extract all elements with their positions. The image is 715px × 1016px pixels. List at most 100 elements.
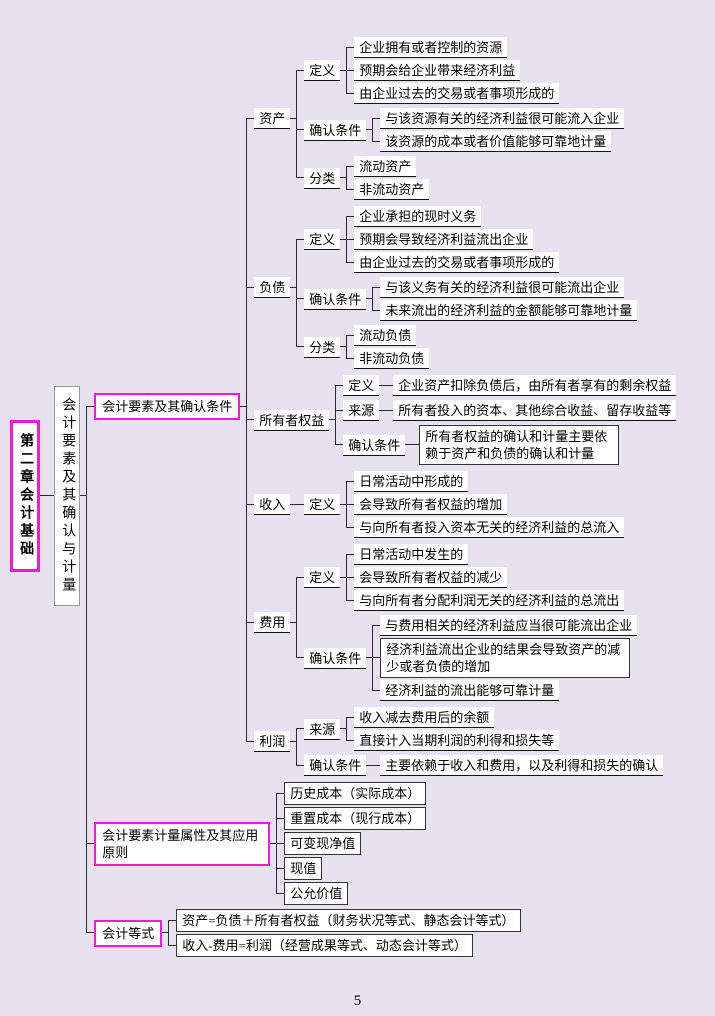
leaf-row: 非流动负债 — [346, 346, 430, 369]
leaf-row: 与费用相关的经济利益应当很可能流出企业 — [372, 615, 638, 638]
root-node: 第二章会计基础 — [10, 420, 41, 572]
profit-node: 利润 — [254, 731, 291, 752]
elements-children: 资产 定义 企业拥有或者控制的资源 预期会给企业带来经济利益 由企业过去的交易或… — [240, 34, 677, 779]
assets-classification-branch: 分类 流动资产 非流动资产 — [296, 153, 624, 201]
leaf-node: 经济利益流出企业的结果会导致资产的减少或者负债的增加 — [380, 638, 631, 678]
leaf-row: 所有者权益的确认和计量主要依赖于资产和负债的确认和计量 — [411, 425, 620, 465]
leaf-node: 日常活动中形成的 — [354, 471, 469, 492]
leaf-node: 企业拥有或者控制的资源 — [354, 37, 508, 58]
leaf-node: 与向所有者分配利润无关的经济利益的总流出 — [354, 590, 625, 611]
source-label: 来源 — [343, 400, 380, 421]
leaf-node: 流动资产 — [354, 156, 417, 177]
definition-label: 定义 — [304, 229, 341, 250]
leaf-node: 与该资源有关的经济利益很可能流入企业 — [380, 108, 625, 129]
definition-label: 定义 — [304, 567, 341, 588]
recognition-label: 确认条件 — [304, 288, 367, 310]
recognition-label: 确认条件 — [304, 119, 367, 141]
leaf-row: 主要依赖于收入和费用，以及利得和损失的确认 — [372, 755, 664, 776]
leaf-node: 流动负债 — [354, 325, 417, 346]
mindmap: 第二章会计基础 会计要素及其确认与计量 会计要素及其确认条件 资产 — [10, 6, 709, 986]
elements-branch-label: 会计要素及其确认条件 — [94, 393, 241, 420]
leaf-row: 与该义务有关的经济利益很可能流出企业 — [372, 277, 637, 300]
definition-label: 定义 — [304, 60, 341, 81]
leaf-node: 收入-费用=利润（经营成果等式、动态会计等式） — [176, 934, 473, 957]
level2-node: 会计要素及其确认与计量 — [54, 386, 81, 606]
leaf-row: 重置成本（现行成本） — [276, 805, 427, 832]
leaf-node: 未来流出的经济利益的金额能够可靠地计量 — [380, 300, 638, 321]
liabilities-recognition-branch: 确认条件 与该义务有关的经济利益很可能流出企业 未来流出的经济利益的金额能够可靠… — [296, 274, 638, 324]
expenses-branch: 费用 定义 日常活动中发生的 会导致所有者权益的减少 与向所有者分配利润无关的经… — [246, 540, 676, 705]
leaf-row: 可变现净值 — [276, 830, 426, 857]
revenue-definition-branch: 定义 日常活动中形成的 会导致所有者权益的增加 与向所有者投入资本无关的经济利益… — [296, 470, 625, 539]
leaf-row: 收入减去费用后的余额 — [346, 707, 559, 730]
owners-equity-node: 所有者权益 — [254, 409, 330, 431]
measurement-branch-label: 会计要素计量属性及其应用原则 — [94, 821, 271, 866]
level2-branch: 会计要素及其确认与计量 会计要素及其确认条件 资产 定义 — [46, 33, 677, 959]
leaf-node: 与向所有者投入资本无关的经济利益的总流入 — [354, 517, 625, 538]
leaf-node: 重置成本（现行成本） — [284, 807, 427, 830]
revenue-node: 收入 — [254, 494, 291, 515]
liabilities-classification-branch: 分类 流动负债 非流动负债 — [296, 322, 637, 370]
recognition-label: 确认条件 — [343, 434, 406, 456]
leaf-row: 未来流出的经济利益的金额能够可靠地计量 — [372, 298, 638, 321]
leaf-node: 会导致所有者权益的减少 — [354, 567, 508, 588]
equity-source-branch: 来源 所有者投入的资本、其他综合收益、留存收益等 — [335, 397, 677, 424]
root-children: 会计要素及其确认与计量 会计要素及其确认条件 资产 定义 — [40, 32, 677, 960]
leaf-node: 经济利益的流出能够可靠计量 — [380, 680, 560, 701]
profit-branch: 利润 来源 收入减去费用后的余额 直接计入当期利润的利得和损失等 — [246, 703, 676, 778]
leaf-node: 与该义务有关的经济利益很可能流出企业 — [380, 277, 625, 298]
leaf-node: 非流动负债 — [354, 348, 430, 369]
leaf-node: 资产=负债＋所有者权益（财务状况等式、静态会计等式） — [176, 909, 521, 932]
definition-label: 定义 — [343, 375, 380, 396]
expenses-node: 费用 — [254, 612, 291, 633]
leaf-node: 企业资产扣除负债后，由所有者享有的剩余权益 — [393, 375, 677, 396]
leaf-row: 流动资产 — [346, 156, 429, 179]
leaf-row: 收入-费用=利润（经营成果等式、动态会计等式） — [168, 932, 520, 957]
profit-recognition-branch: 确认条件 主要依赖于收入和费用，以及利得和损失的确认 — [296, 752, 664, 777]
leaf-row: 企业资产扣除负债后，由所有者享有的剩余权益 — [385, 375, 677, 396]
leaf-node: 预期会给企业带来经济利益 — [354, 60, 521, 81]
leaf-row: 会导致所有者权益的增加 — [346, 492, 624, 517]
leaf-node: 企业承担的现时义务 — [354, 206, 482, 227]
leaf-row: 企业拥有或者控制的资源 — [346, 37, 559, 60]
leaf-row: 由企业过去的交易或者事项形成的 — [346, 81, 560, 104]
leaf-row: 日常活动中形成的 — [346, 471, 624, 494]
leaf-node: 会导致所有者权益的增加 — [354, 494, 508, 515]
liabilities-node: 负债 — [254, 277, 291, 298]
leaf-row: 预期会导致经济利益流出企业 — [346, 227, 559, 252]
leaf-row: 现值 — [276, 855, 426, 882]
equation-branch: 会计等式 资产=负债＋所有者权益（财务状况等式、静态会计等式） 收入-费用=利润… — [86, 906, 676, 958]
leaf-node: 所有者权益的确认和计量主要依赖于资产和负债的确认和计量 — [419, 425, 620, 465]
leaf-node: 由企业过去的交易或者事项形成的 — [354, 252, 560, 273]
equity-definition-branch: 定义 企业资产扣除负债后，由所有者享有的剩余权益 — [335, 374, 677, 399]
liabilities-branch: 负债 定义 企业承担的现时义务 预期会导致经济利益流出企业 由企业过去的交易或者… — [246, 202, 676, 373]
level2-children: 会计要素及其确认条件 资产 定义 企业拥有或者控制的资源 — [80, 33, 677, 959]
leaf-row: 流动负债 — [346, 325, 429, 348]
leaf-row: 预期会给企业带来经济利益 — [346, 58, 559, 83]
recognition-label: 确认条件 — [304, 755, 367, 776]
leaf-node: 与费用相关的经济利益应当很可能流出企业 — [380, 615, 638, 636]
leaf-node: 非流动资产 — [354, 179, 430, 200]
leaf-row: 由企业过去的交易或者事项形成的 — [346, 250, 560, 273]
expenses-definition-branch: 定义 日常活动中发生的 会导致所有者权益的减少 与向所有者分配利润无关的经济利益… — [296, 543, 637, 614]
source-label: 来源 — [304, 718, 341, 740]
leaf-row: 直接计入当期利润的利得和损失等 — [346, 728, 560, 751]
assets-node: 资产 — [254, 108, 291, 129]
revenue-branch: 收入 定义 日常活动中形成的 会导致所有者权益的增加 与向所有者投入资本无关的经… — [246, 467, 676, 542]
assets-branch: 资产 定义 企业拥有或者控制的资源 预期会给企业带来经济利益 由企业过去的交易或… — [246, 35, 676, 204]
expenses-recognition-branch: 确认条件 与费用相关的经济利益应当很可能流出企业 经济利益流出企业的结果会导致资… — [296, 612, 638, 702]
leaf-row: 所有者投入的资本、其他综合收益、留存收益等 — [385, 400, 677, 421]
leaf-row: 该资源的成本或者价值能够可靠地计量 — [372, 129, 624, 152]
leaf-row: 经济利益流出企业的结果会导致资产的减少或者负债的增加 — [372, 636, 637, 680]
definition-label: 定义 — [304, 494, 341, 515]
leaf-row: 与向所有者分配利润无关的经济利益的总流出 — [346, 588, 625, 611]
leaf-node: 所有者投入的资本、其他综合收益、留存收益等 — [393, 400, 677, 421]
leaf-row: 会导致所有者权益的减少 — [346, 565, 624, 590]
leaf-node: 历史成本（实际成本） — [284, 782, 427, 805]
leaf-row: 历史成本（实际成本） — [276, 782, 427, 807]
leaf-row: 与向所有者投入资本无关的经济利益的总流入 — [346, 515, 625, 538]
leaf-node: 由企业过去的交易或者事项形成的 — [354, 83, 560, 104]
leaf-row: 资产=负债＋所有者权益（财务状况等式、静态会计等式） — [168, 909, 521, 934]
liabilities-definition-branch: 定义 企业承担的现时义务 预期会导致经济利益流出企业 由企业过去的交易或者事项形… — [296, 205, 637, 276]
page-number: 5 — [353, 993, 362, 1009]
